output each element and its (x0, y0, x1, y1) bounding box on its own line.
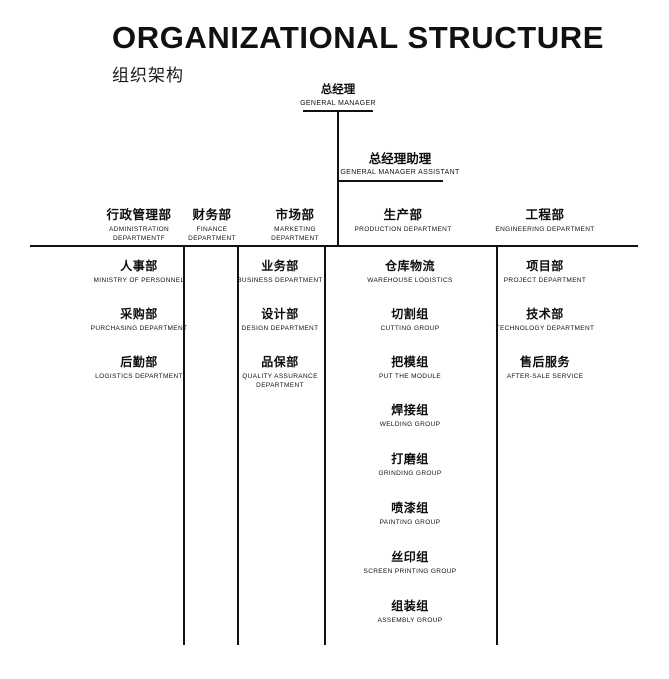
node-business-department[interactable]: 业务部 BUSINESS DEPARTMENT (220, 259, 340, 286)
column-divider-3 (324, 247, 326, 645)
sub-module-cn: 把模组 (391, 355, 429, 369)
node-general-manager[interactable]: 总经理 GENERAL MANAGER (258, 84, 418, 108)
sub-design-cn: 设计部 (261, 307, 299, 321)
sub-module-en: PUT THE MODULE (378, 373, 442, 381)
dept-finance-en: FINANCE DEPARTMENT (188, 225, 236, 242)
node-painting-group[interactable]: 喷漆组 PAINTING GROUP (348, 501, 472, 528)
node-department-engineering[interactable]: 工程部 ENGINEERING DEPARTMENT (490, 208, 600, 235)
sub-quality-cn: 品保部 (261, 355, 299, 369)
sub-logistics-cn: 后勤部 (120, 355, 158, 369)
sub-assembly-en: ASSEMBLY GROUP (377, 617, 443, 625)
node-department-finance[interactable]: 财务部 FINANCE DEPARTMENT (176, 208, 248, 243)
sub-purchasing-en: PURCHASING DEPARTMENT (90, 325, 188, 333)
node-department-production[interactable]: 生产部 PRODUCTION DEPARTMENT (348, 208, 458, 235)
connector-gm-trunk (337, 110, 339, 246)
sub-technology-cn: 技术部 (526, 307, 564, 321)
page-title: ORGANIZATIONAL STRUCTURE 组织架构 (112, 20, 632, 86)
sub-personnel-en: MINISTRY OF PERSONNEL (93, 277, 185, 285)
sub-aftersale-en: AFTER-SALE SERVICE (506, 373, 584, 381)
node-welding-group[interactable]: 焊接组 WELDING GROUP (348, 403, 472, 430)
dept-marketing-en: MARKETING DEPARTMENT (271, 225, 319, 242)
node-warehouse-logistics[interactable]: 仓库物流 WAREHOUSE LOGISTICS (348, 259, 472, 286)
sub-project-cn: 项目部 (526, 259, 564, 273)
sub-painting-en: PAINTING GROUP (379, 519, 441, 527)
node-department-marketing[interactable]: 市场部 MARKETING DEPARTMENT (252, 208, 338, 243)
column-divider-2 (237, 247, 239, 645)
connector-department-bus (30, 245, 638, 247)
sub-technology-en: TECHNOLOGY DEPARTMENT (495, 325, 595, 333)
sub-aftersale-cn: 售后服务 (519, 355, 570, 369)
sub-welding-cn: 焊接组 (391, 403, 429, 417)
node-quality-assurance-department[interactable]: 品保部 QUALITY ASSURANCE DEPARTMENT (232, 355, 328, 391)
node-department-administration[interactable]: 行政管理部 ADMINISTRATION DEPARTMENTF (84, 208, 194, 243)
node-general-manager-assistant[interactable]: 总经理助理 GENERAL MANAGER ASSISTANT (290, 152, 510, 177)
sub-warehouse-cn: 仓库物流 (384, 259, 435, 273)
node-general-manager-en: GENERAL MANAGER (300, 99, 376, 107)
node-assembly-group[interactable]: 组装组 ASSEMBLY GROUP (348, 599, 472, 626)
connector-gm-assistant-underline (337, 180, 443, 182)
node-after-sale-service[interactable]: 售后服务 AFTER-SALE SERVICE (485, 355, 605, 382)
node-gm-assistant-cn: 总经理助理 (368, 152, 432, 166)
node-purchasing-department[interactable]: 采购部 PURCHASING DEPARTMENT (79, 307, 199, 334)
dept-production-cn: 生产部 (383, 208, 423, 222)
sub-painting-cn: 喷漆组 (391, 501, 429, 515)
node-design-department[interactable]: 设计部 DESIGN DEPARTMENT (220, 307, 340, 334)
sub-assembly-cn: 组装组 (391, 599, 429, 613)
sub-warehouse-en: WAREHOUSE LOGISTICS (367, 277, 453, 285)
node-screen-printing-group[interactable]: 丝印组 SCREEN PRINTING GROUP (348, 550, 472, 577)
sub-grinding-cn: 打磨组 (391, 452, 429, 466)
sub-cutting-cn: 切割组 (391, 307, 429, 321)
node-put-the-module[interactable]: 把模组 PUT THE MODULE (348, 355, 472, 382)
sub-personnel-cn: 人事部 (120, 259, 158, 273)
node-technology-department[interactable]: 技术部 TECHNOLOGY DEPARTMENT (485, 307, 605, 334)
sub-project-en: PROJECT DEPARTMENT (503, 277, 587, 285)
dept-marketing-cn: 市场部 (275, 208, 315, 222)
sub-logistics-en: LOGISTICS DEPARTMENT (95, 373, 183, 381)
dept-administration-cn: 行政管理部 (106, 208, 172, 222)
sub-business-cn: 业务部 (261, 259, 299, 273)
sub-screenprint-en: SCREEN PRINTING GROUP (363, 568, 457, 576)
dept-production-en: PRODUCTION DEPARTMENT (354, 225, 452, 233)
sub-screenprint-cn: 丝印组 (391, 550, 429, 564)
node-logistics-department[interactable]: 后勤部 LOGISTICS DEPARTMENT (79, 355, 199, 382)
sub-quality-en: QUALITY ASSURANCE DEPARTMENT (242, 373, 318, 389)
sub-design-en: DESIGN DEPARTMENT (241, 325, 319, 333)
node-general-manager-cn: 总经理 (320, 84, 356, 96)
node-gm-assistant-en: GENERAL MANAGER ASSISTANT (340, 168, 460, 176)
column-divider-1 (183, 247, 185, 645)
page-title-main: ORGANIZATIONAL STRUCTURE (112, 20, 605, 55)
sub-cutting-en: CUTTING GROUP (380, 325, 440, 333)
node-ministry-of-personnel[interactable]: 人事部 MINISTRY OF PERSONNEL (79, 259, 199, 286)
node-cutting-group[interactable]: 切割组 CUTTING GROUP (348, 307, 472, 334)
sub-business-en: BUSINESS DEPARTMENT (237, 277, 323, 285)
sub-welding-en: WELDING GROUP (379, 421, 441, 429)
node-project-department[interactable]: 项目部 PROJECT DEPARTMENT (485, 259, 605, 286)
dept-engineering-en: ENGINEERING DEPARTMENT (495, 225, 595, 233)
column-divider-4 (496, 247, 498, 645)
node-grinding-group[interactable]: 打磨组 GRINDING GROUP (348, 452, 472, 479)
page-title-sub: 组织架构 (112, 65, 184, 85)
dept-administration-en: ADMINISTRATION DEPARTMENTF (108, 225, 170, 242)
sub-grinding-en: GRINDING GROUP (378, 470, 442, 478)
dept-engineering-cn: 工程部 (525, 208, 565, 222)
dept-finance-cn: 财务部 (192, 208, 232, 222)
sub-purchasing-cn: 采购部 (120, 307, 158, 321)
